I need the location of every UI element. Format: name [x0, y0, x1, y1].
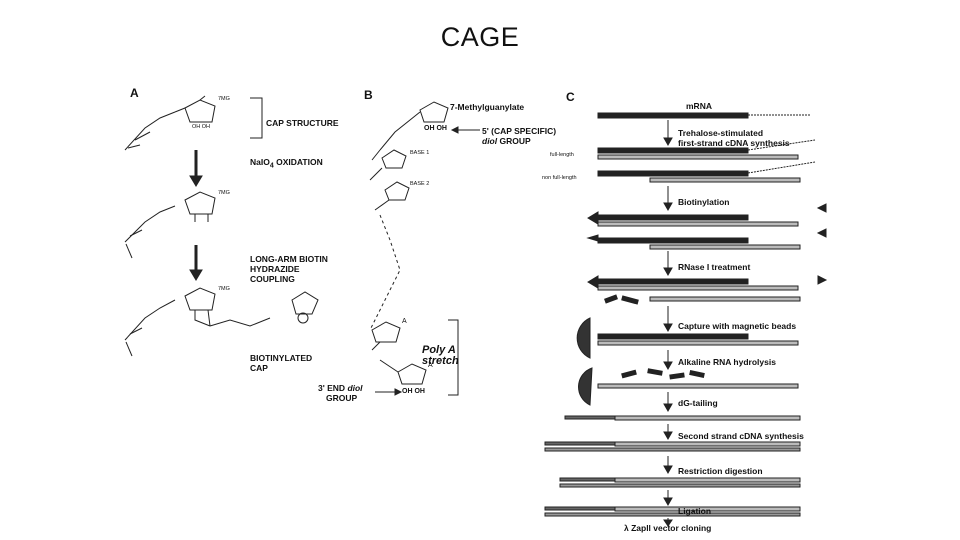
poly-a-label: Poly A	[422, 344, 456, 356]
step-ligation: Ligation	[678, 506, 712, 516]
step-mrna: mRNA	[686, 101, 712, 111]
biotinylated-label-1: BIOTINYLATED	[250, 353, 313, 363]
panel-b-letter: B	[364, 88, 373, 102]
diol-word: diol	[482, 136, 498, 146]
step-capture: Capture with magnetic beads	[678, 321, 797, 331]
biotinylated-label-2: CAP	[250, 363, 268, 373]
oh-oh-label-a: OH OH	[192, 124, 211, 130]
oh-oh-label-b2: OH OH	[402, 388, 425, 395]
base1-label: BASE 1	[410, 150, 430, 156]
oxidation-tail: OXIDATION	[273, 157, 323, 167]
oxidation-subscript: 4	[269, 162, 274, 170]
cap-structure-label: CAP STRUCTURE	[266, 118, 339, 128]
end-word: 3' END	[318, 383, 346, 393]
end-diol-label: 3' END diol	[318, 383, 363, 393]
panel-c-letter: C	[566, 90, 575, 104]
step-trehalose: Trehalose-stimulated	[678, 128, 764, 138]
m7g-label-2: 7MG	[218, 190, 230, 196]
panel-a-letter: A	[130, 86, 139, 100]
slide-title: CAGE	[440, 22, 520, 52]
step-rnase: RNase I treatment	[678, 262, 751, 272]
stretch-label: stretch	[422, 355, 459, 367]
end-diol-word: diol	[347, 383, 363, 393]
coupling-label-2: HYDRAZIDE	[250, 264, 300, 274]
step-alkaline: Alkaline RNA hydrolysis	[678, 357, 776, 367]
cap-specific-label: 5' (CAP SPECIFIC)	[482, 126, 557, 136]
a-label-2: A	[428, 362, 433, 369]
m7g-label-3: 7MG	[218, 286, 230, 292]
step-biotinylation: Biotinylation	[678, 197, 730, 207]
step-second-strand: Second strand cDNA synthesis	[678, 431, 804, 441]
coupling-label-1: LONG-ARM BIOTIN	[250, 254, 328, 264]
methylguanylate-label: 7-Methylguanylate	[450, 102, 525, 112]
a-label-1: A	[402, 318, 407, 325]
m7g-label-1: 7MG	[218, 96, 230, 102]
base2-label: BASE 2	[410, 181, 430, 187]
oxidation-label: NaIO4 OXIDATION	[250, 157, 323, 172]
diol-group-label: diol GROUP	[482, 136, 531, 146]
step-zapii: λ Zapll vector cloning	[624, 523, 712, 533]
step-first-strand: first-strand cDNA synthesis	[678, 138, 790, 148]
full-length-label: full-length	[550, 152, 574, 158]
step-dg-tailing: dG-tailing	[678, 398, 718, 408]
oh-oh-label-b1: OH OH	[424, 125, 447, 132]
group-word: GROUP	[497, 136, 531, 146]
step-restriction: Restriction digestion	[678, 466, 763, 476]
non-full-length-label: non full-length	[542, 175, 577, 181]
coupling-label-3: COUPLING	[250, 274, 295, 284]
end-group-label: GROUP	[326, 393, 358, 403]
oxidation-text: NaIO	[250, 157, 270, 167]
